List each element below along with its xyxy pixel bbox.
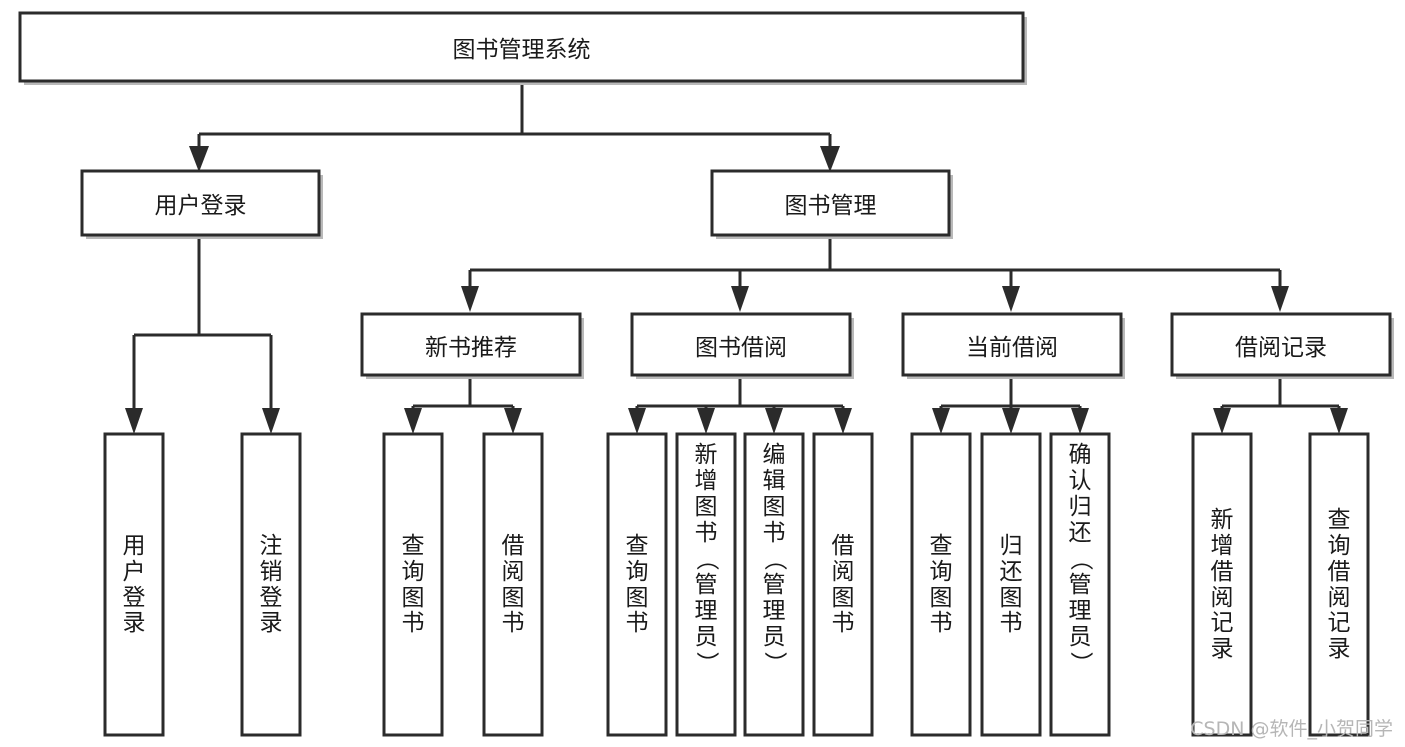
box-layer [18, 11, 1392, 737]
node-book-management-box[interactable] [710, 169, 951, 237]
node-current-borrow-box[interactable] [901, 312, 1123, 377]
arrowhead-book-borrow [731, 286, 749, 312]
node-new-book-recommend-box[interactable] [360, 312, 582, 377]
leaf-logout-box[interactable] [240, 432, 302, 737]
arrowhead-current-borrow [1002, 286, 1020, 312]
leaf-user-login-box[interactable] [103, 432, 165, 737]
arrowhead-new-book [461, 286, 479, 312]
node-user-login-box[interactable] [80, 169, 321, 237]
node-root-box[interactable] [18, 11, 1025, 83]
arrowhead-leaf-add-book [697, 408, 715, 434]
leaf-confirm-return-box[interactable] [1049, 432, 1111, 737]
leaf-add-book-box[interactable] [675, 432, 737, 737]
arrowhead-borrow-record [1271, 286, 1289, 312]
arrowhead-leaf-user-login [125, 408, 143, 434]
leaf-query-record-box[interactable] [1308, 432, 1370, 737]
leaf-borrow-book-1-box[interactable] [482, 432, 544, 737]
arrowhead-leaf-return-book [1002, 408, 1020, 434]
arrowhead-leaf-query-book-2 [628, 408, 646, 434]
leaf-query-book-1-box[interactable] [382, 432, 444, 737]
arrowhead-leaf-query-book-1 [404, 408, 422, 434]
arrowhead-leaf-add-record [1213, 408, 1231, 434]
leaf-query-book-2-box[interactable] [606, 432, 668, 737]
arrowhead-leaf-logout [262, 408, 280, 434]
arrowhead-book-management [820, 146, 840, 172]
arrowhead-leaf-confirm-return [1071, 408, 1089, 434]
arrowhead-user-login [189, 146, 209, 172]
arrowhead-layer [125, 146, 1348, 434]
arrowhead-leaf-query-book-3 [932, 408, 950, 434]
leaf-add-record-box[interactable] [1191, 432, 1253, 737]
leaf-return-book-box[interactable] [980, 432, 1042, 737]
arrowhead-leaf-edit-book [765, 408, 783, 434]
arrowhead-leaf-query-record [1330, 408, 1348, 434]
node-book-borrow-box[interactable] [630, 312, 852, 377]
arrowhead-leaf-borrow-book-2 [834, 408, 852, 434]
leaf-query-book-3-box[interactable] [910, 432, 972, 737]
leaf-edit-book-box[interactable] [743, 432, 805, 737]
node-borrow-record-box[interactable] [1170, 312, 1392, 377]
arrowhead-leaf-borrow-book-1 [504, 408, 522, 434]
watermark: CSDN @软件_小贺同学 [1190, 718, 1393, 740]
leaf-borrow-book-2-box[interactable] [812, 432, 874, 737]
